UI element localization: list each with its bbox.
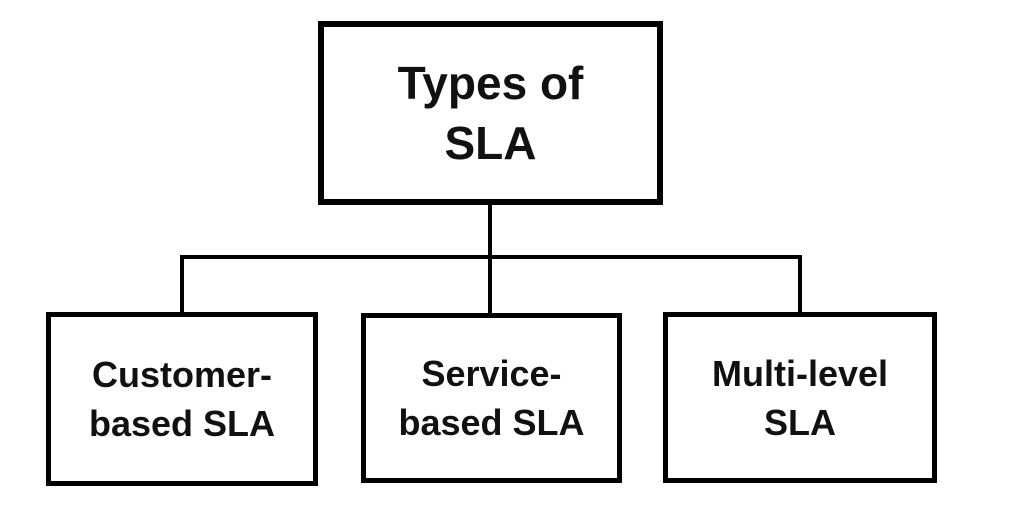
node-service-based-sla: Service- based SLA bbox=[361, 313, 622, 483]
node-label-line: Service- bbox=[421, 353, 562, 394]
node-label-line: based SLA bbox=[398, 402, 585, 443]
node-multi-level-sla: Multi-level SLA bbox=[663, 312, 937, 483]
node-label-line: based SLA bbox=[88, 403, 276, 444]
connector-drop-customer-based bbox=[180, 255, 184, 312]
node-label-line: Types of bbox=[397, 57, 584, 109]
node-types-of-sla: Types of SLA bbox=[318, 21, 663, 205]
connector-root-stem bbox=[488, 205, 492, 257]
node-label-line: SLA bbox=[764, 401, 836, 443]
connector-drop-multi-level bbox=[798, 255, 802, 312]
node-customer-based-sla: Customer- based SLA bbox=[46, 312, 318, 486]
node-label-line: Multi-level bbox=[711, 352, 889, 394]
node-label-line: Customer- bbox=[91, 354, 273, 395]
node-label-line: SLA bbox=[444, 117, 537, 169]
connector-drop-service-based bbox=[488, 255, 492, 313]
